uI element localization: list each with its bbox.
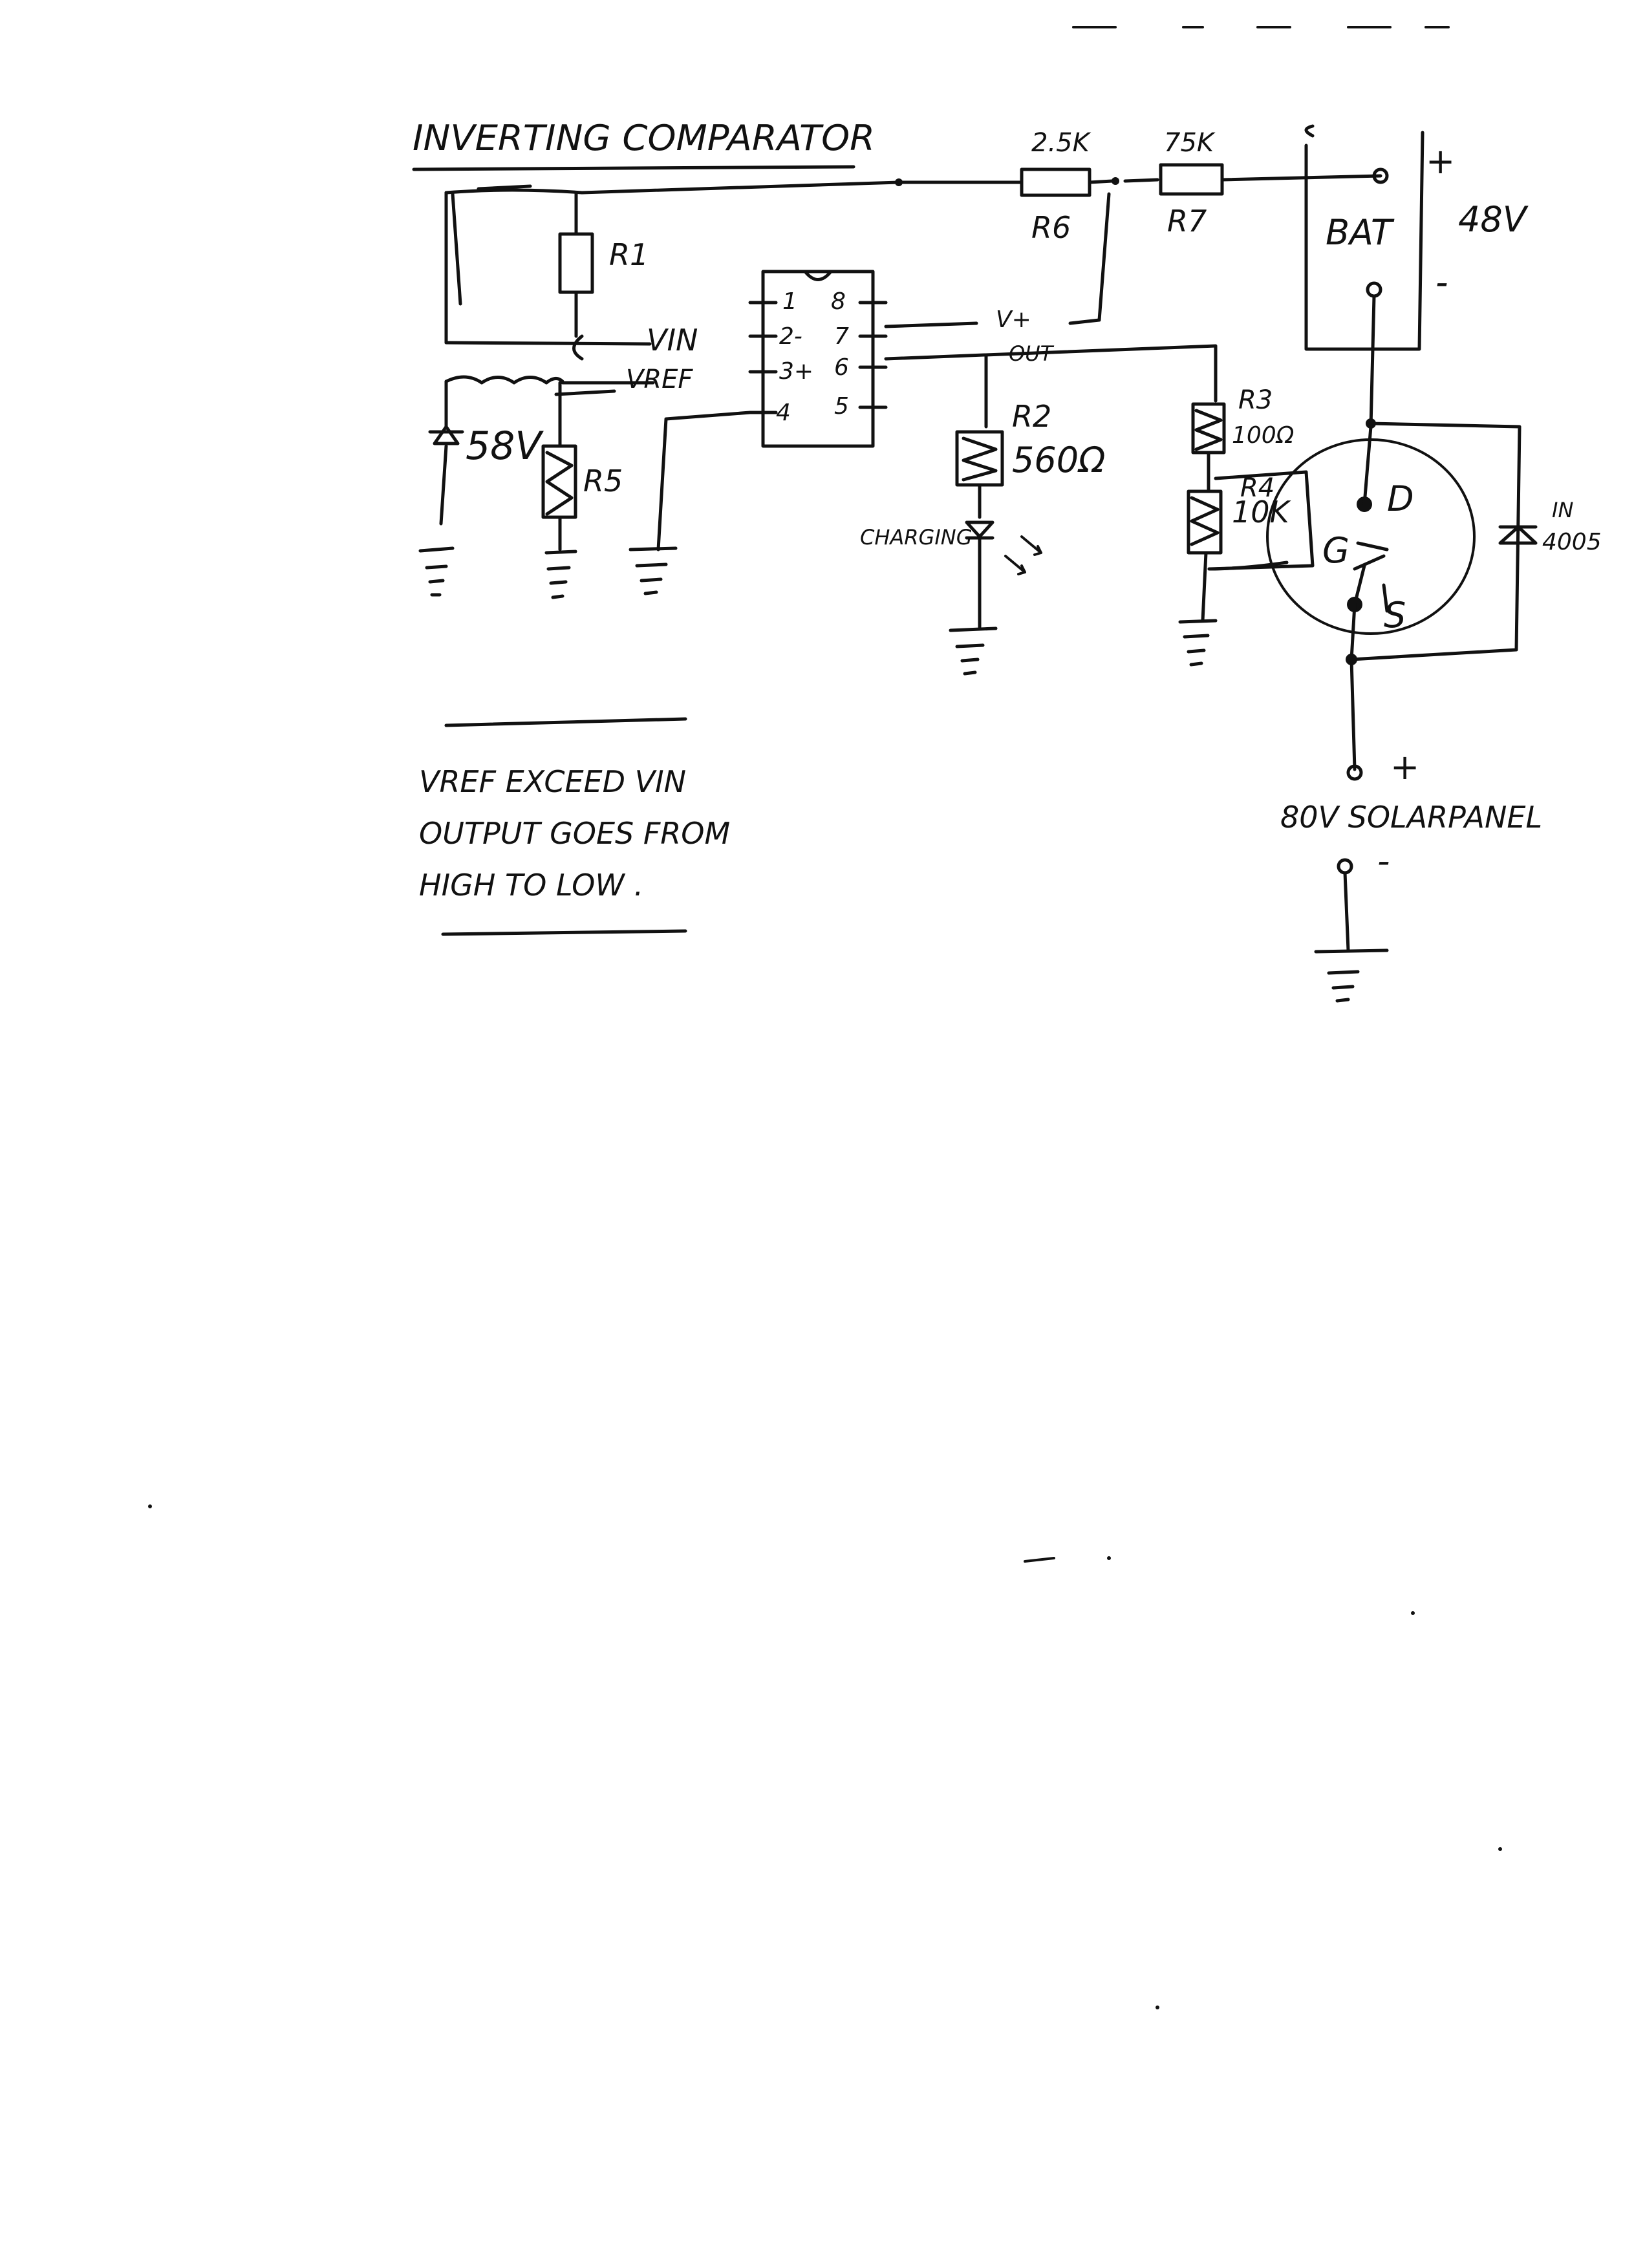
diode-label-2: 4005: [1542, 529, 1602, 555]
out-label: OUT: [1009, 341, 1055, 366]
scan-specks: [148, 1504, 1502, 2009]
r6-value: 2.5K: [1031, 128, 1091, 158]
r2-value: 560Ω: [1012, 440, 1105, 480]
mosfet-gate: G: [1322, 530, 1349, 571]
vref-label: VREF: [626, 365, 693, 394]
note-line-3: HIGH TO LOW .: [419, 868, 643, 903]
gate-network: R3 100Ω R4 10K: [1178, 385, 1315, 667]
mosfet: D G S: [1266, 418, 1521, 771]
battery-voltage: 48V: [1458, 199, 1529, 240]
title-underline: [412, 165, 855, 171]
solar-panel: + 80V SOLARPANEL -: [1280, 747, 1542, 1003]
pin-4: 4: [776, 400, 791, 426]
mosfet-drain: D: [1387, 478, 1414, 519]
pin-2: 2-: [779, 323, 802, 350]
pin-3: 3+: [779, 358, 813, 385]
battery-label: BAT: [1326, 212, 1395, 253]
solar-panel-label: 80V SOLARPANEL: [1280, 800, 1542, 835]
ground-r5: [544, 550, 577, 599]
r5-label: R5: [583, 464, 623, 498]
r7-value: 75K: [1164, 128, 1216, 158]
mosfet-source: S: [1384, 595, 1406, 636]
diode: IN 4005: [1498, 498, 1602, 555]
battery: BAT 48V + -: [1304, 124, 1529, 429]
zener-label: 58V: [466, 423, 544, 469]
solar-plus: +: [1390, 747, 1419, 787]
r1-resistor: [558, 232, 594, 294]
r7-label: R7: [1167, 204, 1207, 239]
r6-resistor: [1020, 167, 1091, 197]
r4-value: 10K: [1232, 495, 1292, 530]
page-title: INVERTING COMPARATOR: [413, 118, 875, 158]
ground-ic: [629, 546, 678, 595]
vin-label: VIN: [647, 323, 698, 358]
pin-7: 7: [834, 323, 849, 350]
note: VREF EXCEED VIN OUTPUT GOES FROM HIGH TO…: [419, 717, 730, 936]
diode-label-1: IN: [1552, 498, 1573, 522]
r3-label: R3: [1238, 385, 1273, 415]
pin-1: 1: [782, 288, 797, 315]
comparator-ic: 1 2- 3+ 4 8 7 6 5: [629, 270, 888, 595]
ground-gate: [1178, 619, 1218, 667]
ic-body: [761, 270, 875, 448]
led-label: CHARGING: [860, 525, 973, 550]
ground-led: [949, 626, 998, 676]
r2-led-branch: R2 560Ω CHARGING: [860, 399, 1105, 676]
r2-label: R2: [1012, 399, 1051, 434]
r1-label: R1: [609, 237, 649, 272]
r3-value: 100Ω: [1232, 422, 1295, 449]
title-group: INVERTING COMPARATOR: [412, 118, 875, 171]
ground-zener: [418, 546, 455, 597]
pin-8: 8: [831, 288, 846, 315]
solar-minus: -: [1377, 840, 1390, 881]
battery-minus: -: [1435, 262, 1448, 303]
battery-plus: +: [1426, 141, 1455, 182]
note-line-2: OUTPUT GOES FROM: [419, 816, 730, 851]
r7-resistor: [1159, 163, 1224, 196]
battery-outline: [1304, 124, 1425, 351]
r4-label: R4: [1240, 473, 1274, 503]
left-divider-network: R1 58V R5 VIN VREF: [418, 180, 901, 599]
vcc-label: V+: [996, 306, 1031, 333]
pin-6: 6: [834, 354, 849, 381]
r6-r7-chain: 2.5K R6 75K R7: [895, 128, 1382, 245]
note-line-1: VREF EXCEED VIN: [419, 764, 686, 799]
r6-label: R6: [1031, 210, 1071, 245]
pin-5: 5: [834, 393, 849, 420]
ground-solar: [1314, 948, 1389, 1003]
supply-and-output-nets: V+ OUT: [884, 192, 1218, 429]
